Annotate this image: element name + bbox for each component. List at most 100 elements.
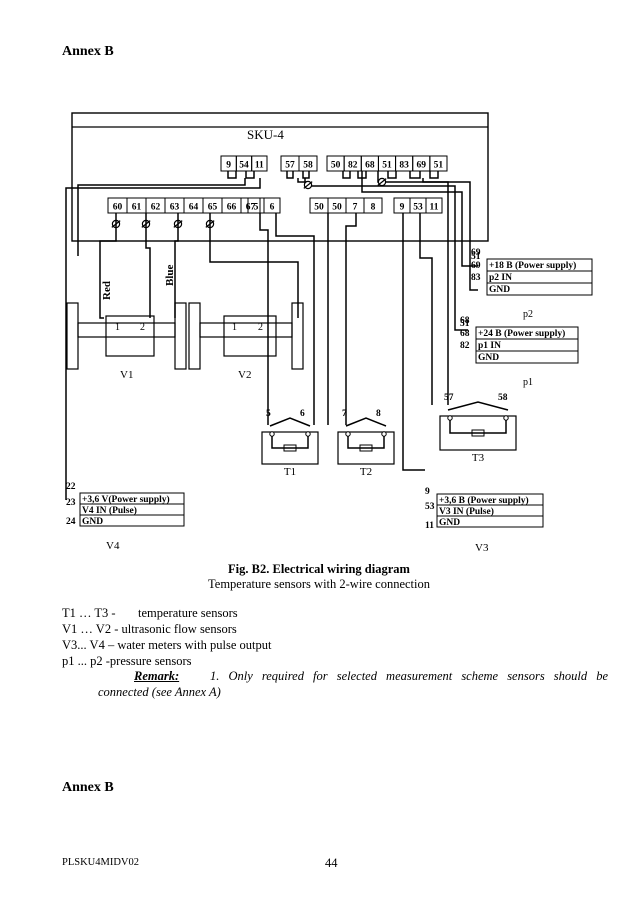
terminal-top-a-label: 9 — [226, 161, 231, 171]
terminal-top-c-label: 50 — [331, 161, 341, 171]
legend-pressure-sensors: p1 ... p2 -pressure sensors — [62, 654, 192, 668]
v1-pin-1: 1 — [115, 322, 120, 333]
t3-hook — [447, 401, 509, 411]
remark-label: Remark: — [134, 669, 180, 683]
t2-resistor — [359, 444, 373, 452]
terminal-mid-d-label: 9 — [400, 203, 405, 213]
terminal-mid-a-label: 64 — [189, 203, 199, 213]
t1-hook — [269, 417, 311, 427]
t1-contact — [305, 431, 311, 437]
v3-terminal-number: 53 — [425, 502, 435, 512]
t3-contact — [447, 415, 453, 421]
wire-t1-a — [259, 213, 269, 425]
t3-pin-a: 57 — [444, 393, 454, 403]
wire-red-label: Red — [101, 281, 113, 300]
legend-temperature-value: temperature sensors — [138, 606, 238, 620]
t2-box — [337, 431, 395, 465]
v4-row-label: +3,6 V(Power supply) — [82, 494, 170, 505]
v3-row-label: +3,6 В (Power supply) — [439, 495, 529, 506]
p1-terminal-number: 51 — [460, 319, 470, 329]
wire — [209, 213, 299, 318]
terminal-top-c-label: 69 — [417, 161, 427, 171]
v2-label: V2 — [238, 369, 251, 381]
terminal-top-c-label: 51 — [434, 161, 444, 171]
terminal-mid-a-label: 62 — [151, 203, 161, 213]
p1-terminal-number: 68 — [460, 329, 470, 339]
p2-label: p2 — [523, 309, 533, 320]
wire-t3-left — [422, 178, 449, 405]
t1-box — [261, 431, 319, 465]
p1-terminal-number: 82 — [460, 341, 470, 351]
terminal-mid-c-cell — [363, 197, 383, 214]
t2-hook — [345, 417, 387, 427]
v4-row — [79, 514, 185, 527]
terminal-tick — [286, 171, 294, 179]
terminal-mid-a-label: 66 — [227, 203, 237, 213]
t2-loop — [347, 434, 385, 449]
terminal-tick — [342, 171, 351, 179]
v3-row-label: V3 IN (Pulse) — [439, 506, 494, 517]
v3-row — [436, 515, 544, 528]
p1-row-label: p1 IN — [478, 341, 501, 351]
page-number: 44 — [325, 856, 338, 870]
v3-terminal-number: 11 — [425, 521, 434, 531]
terminal-mid-c-label: 8 — [371, 203, 376, 213]
wire-p2-supply — [361, 171, 478, 267]
p2-terminal-number: 51 — [471, 252, 481, 262]
v2-flange-left — [188, 302, 201, 370]
terminal-mid-a-label: 60 — [113, 203, 123, 213]
p2-row — [486, 282, 593, 296]
legend-flow-sensors: V1 … V2 - ultrasonic flow sensors — [62, 622, 237, 636]
t1-pin-a: 5 — [266, 409, 271, 419]
wire-t2-b — [345, 213, 357, 425]
wire-p2-gnd — [377, 171, 478, 291]
terminal-top-c-label: 68 — [365, 161, 375, 171]
legend-water-meters: V3... V4 – water meters with pulse outpu… — [62, 638, 272, 652]
t1-contact — [269, 431, 275, 437]
v4-row-label: V4 IN (Pulse) — [82, 505, 137, 516]
terminal-mid-b-label: 5 — [254, 203, 259, 213]
v3-row-label: GND — [439, 518, 460, 528]
p2-terminal-number: 69 — [471, 261, 481, 271]
p1-terminal-number: 68 — [460, 316, 470, 326]
terminal-mid-a-label: 61 — [132, 203, 142, 213]
terminal-top-a-cell — [251, 155, 268, 172]
terminal-mid-b-cell — [263, 197, 281, 214]
p2-terminal-number: 83 — [471, 273, 481, 283]
wire-p1-supply — [304, 178, 468, 331]
document-id: PLSKU4MIDV02 — [62, 857, 140, 868]
v2-pipe — [199, 322, 293, 338]
t1-pin-b: 6 — [300, 409, 305, 419]
sku-enclosure — [71, 112, 489, 242]
wire-v4-power — [77, 178, 246, 241]
sku-label: SKU-4 — [247, 127, 284, 142]
t2-label: T2 — [360, 466, 372, 478]
wire-t3-right — [419, 213, 433, 405]
wire-break-slash — [377, 178, 387, 186]
figure-subtitle: Temperature sensors with 2-wire connecti… — [208, 577, 430, 591]
p1-row-label: +24 В (Power supply) — [478, 328, 565, 339]
t1-resistor — [283, 444, 297, 452]
v1-body — [105, 315, 155, 357]
wire-blue — [174, 213, 179, 318]
v1-label: V1 — [120, 369, 133, 381]
terminal-tick — [387, 171, 397, 179]
t3-label: T3 — [472, 452, 485, 464]
t3-resistor — [471, 429, 485, 437]
wire — [145, 213, 151, 318]
terminal-top-b-label: 58 — [303, 161, 313, 171]
terminal-mid-a-label: 65 — [208, 203, 218, 213]
p1-label: p1 — [523, 377, 533, 388]
terminal-tick — [429, 171, 439, 179]
p2-row-label: p2 IN — [489, 273, 512, 283]
p2-terminal-number: 69 — [471, 248, 481, 258]
terminal-top-b-label: 57 — [285, 161, 295, 171]
v3-label: V3 — [475, 542, 489, 554]
terminal-tick — [409, 171, 421, 179]
terminal-mid-c-label: 50 — [332, 203, 342, 213]
terminal-mid-a-label: 67 — [246, 203, 256, 213]
t3-loop — [449, 418, 507, 434]
v2-pin-1: 1 — [232, 322, 237, 333]
terminal-tick — [302, 171, 310, 179]
